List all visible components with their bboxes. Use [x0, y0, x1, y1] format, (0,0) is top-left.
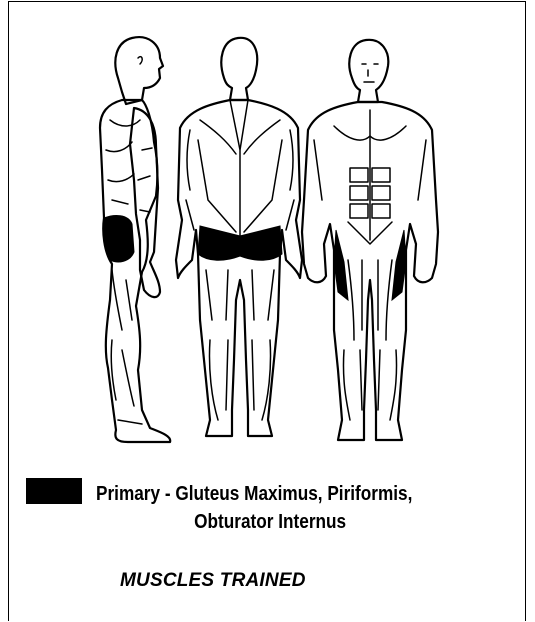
side-view-figure — [100, 37, 170, 442]
footer-title: MUSCLES TRAINED — [120, 570, 306, 592]
legend-label-line1: Primary - Gluteus Maximus, Piriformis, — [96, 483, 412, 505]
muscle-diagram — [0, 0, 535, 460]
legend-label: Primary - Gluteus Maximus, Piriformis, O… — [96, 480, 462, 536]
legend-label-line2: Obturator Internus — [96, 508, 462, 536]
front-view-figure — [302, 40, 438, 440]
back-view-figure — [176, 38, 302, 436]
legend-swatch-primary — [26, 478, 82, 504]
